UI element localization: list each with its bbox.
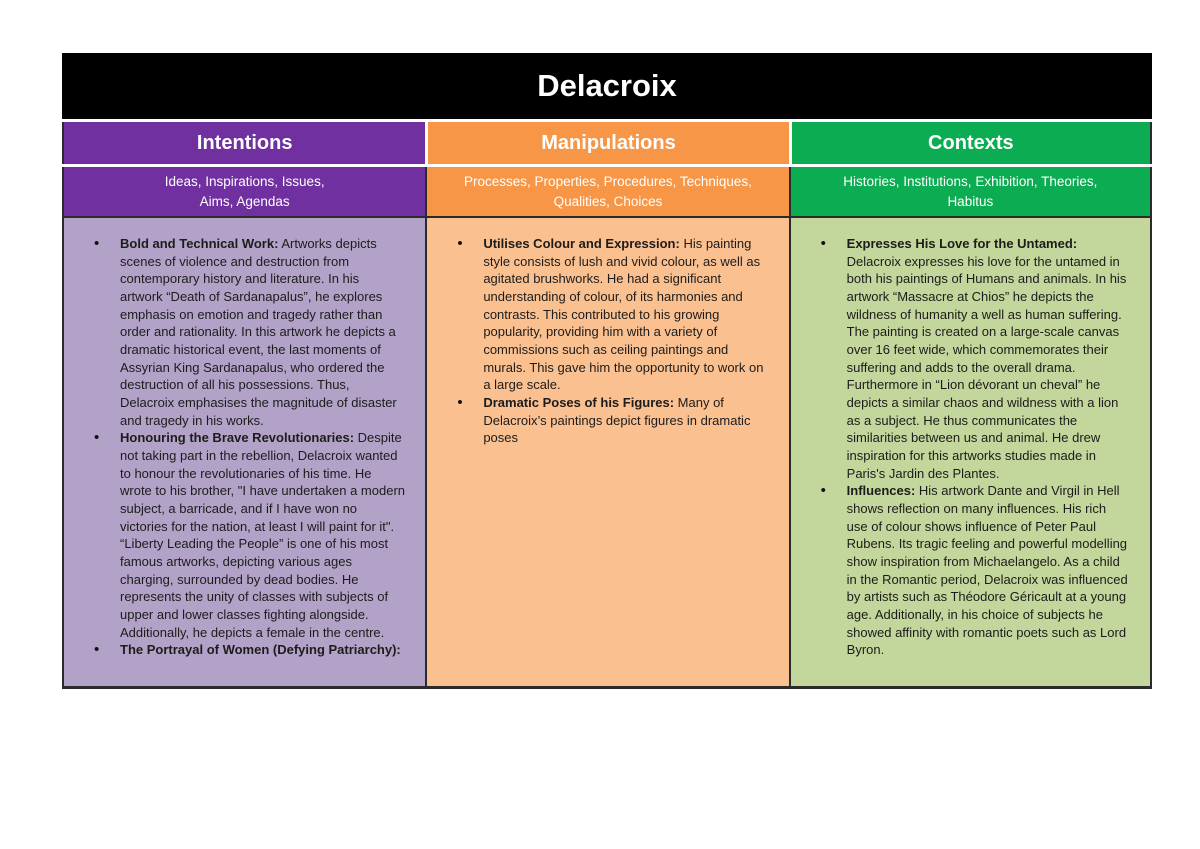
table-title-bar: Delacroix [62,53,1152,119]
subheader-manipulations: Processes, Properties, Procedures, Techn… [425,167,789,216]
bullet-item: The Portrayal of Women (Defying Patriarc… [64,640,405,660]
subheader-line: Ideas, Inspirations, Issues, [164,173,325,189]
body-intentions: Bold and Technical Work: Artworks depict… [62,216,426,689]
bullet-item: Expresses His Love for the Untamed: Dela… [791,234,1130,482]
bullet-item: Dramatic Poses of his Figures: Many of D… [427,393,768,447]
subheader-line: Processes, Properties, Procedures, Techn… [464,173,752,189]
body-manipulations: Utilises Colour and Expression: His pain… [425,216,789,689]
bullet-item: Utilises Colour and Expression: His pain… [427,234,768,394]
column-header-row: Intentions Manipulations Contexts [62,122,1152,164]
delacroix-table: Delacroix Intentions Manipulations Conte… [62,53,1152,689]
header-label: Intentions [196,131,293,154]
body-contexts: Expresses His Love for the Untamed: Dela… [788,216,1152,689]
header-manipulations: Manipulations [425,122,789,164]
subheader-line: Qualities, Choices [553,193,663,209]
bullet-item: Influences: His artwork Dante and Virgil… [791,481,1130,659]
bullet-item: Bold and Technical Work: Artworks depict… [64,234,405,429]
page-title: Delacroix [537,68,677,103]
subheader-line: Histories, Institutions, Exhibition, The… [843,173,1098,189]
subheader-contexts: Histories, Institutions, Exhibition, The… [788,167,1152,216]
subheader-intentions: Ideas, Inspirations, Issues, Aims, Agend… [62,167,426,216]
intentions-bullet-list: Bold and Technical Work: Artworks depict… [64,218,425,660]
subheader-line: Aims, Agendas [199,193,290,209]
bullet-item: Honouring the Brave Revolutionaries: Des… [64,428,405,641]
header-label: Manipulations [541,131,676,154]
header-contexts: Contexts [788,122,1152,164]
header-intentions: Intentions [62,122,426,164]
subheader-line: Habitus [947,193,994,209]
contexts-bullet-list: Expresses His Love for the Untamed: Dela… [791,218,1150,659]
manipulations-bullet-list: Utilises Colour and Expression: His pain… [427,218,788,447]
body-row: Bold and Technical Work: Artworks depict… [62,216,1152,689]
header-label: Contexts [928,131,1014,154]
subheader-row: Ideas, Inspirations, Issues, Aims, Agend… [62,167,1152,216]
